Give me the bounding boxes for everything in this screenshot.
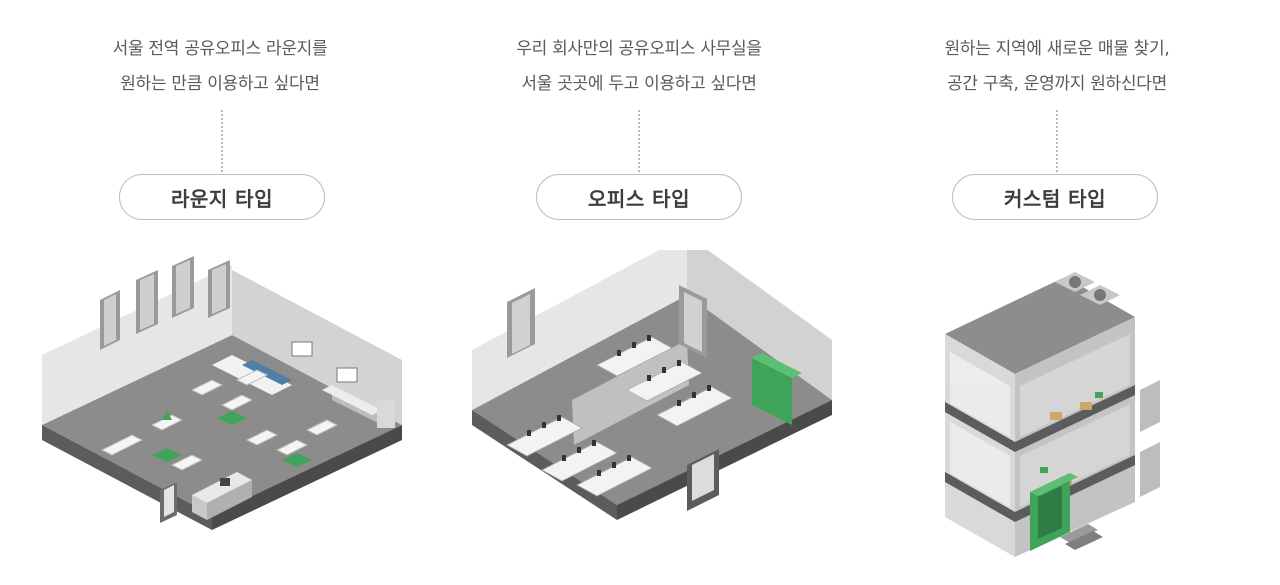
lounge-type-label: 라운지 타입 [171,186,273,211]
office-type-button[interactable]: 오피스 타입 [536,174,742,220]
custom-type-label: 커스텀 타입 [1004,186,1106,211]
isometric-building-icon [945,272,1160,557]
lounge-description-line-1: 서울 전역 공유오피스 라운지를 [112,39,328,59]
custom-description-line-1: 원하는 지역에 새로운 매물 찾기, [944,39,1170,59]
isometric-office-icon [472,250,832,520]
connector-line [1056,110,1058,172]
office-description-line-1: 우리 회사만의 공유오피스 사무실을 [516,39,762,59]
office-type-column: 우리 회사만의 공유오피스 사무실을 서울 곳곳에 두고 이용하고 싶다면 오피… [437,0,841,585]
custom-description: 원하는 지역에 새로운 매물 찾기, 공간 구축, 운영까지 원하신다면 [855,32,1259,102]
lounge-description: 서울 전역 공유오피스 라운지를 원하는 만큼 이용하고 싶다면 [20,32,420,102]
office-type-label: 오피스 타입 [588,186,690,211]
custom-description-line-2: 공간 구축, 운영까지 원하신다면 [947,74,1167,94]
lounge-type-button[interactable]: 라운지 타입 [119,174,325,220]
connector-line [221,110,223,172]
custom-type-column: 원하는 지역에 새로운 매물 찾기, 공간 구축, 운영까지 원하신다면 커스텀… [855,0,1259,585]
lounge-type-column: 서울 전역 공유오피스 라운지를 원하는 만큼 이용하고 싶다면 라운지 타입 [20,0,420,585]
custom-type-button[interactable]: 커스텀 타입 [952,174,1158,220]
isometric-lounge-icon [42,256,402,530]
office-description-line-2: 서울 곳곳에 두고 이용하고 싶다면 [521,74,757,94]
lounge-description-line-2: 원하는 만큼 이용하고 싶다면 [120,74,320,94]
office-description: 우리 회사만의 공유오피스 사무실을 서울 곳곳에 두고 이용하고 싶다면 [437,32,841,102]
connector-line [638,110,640,172]
